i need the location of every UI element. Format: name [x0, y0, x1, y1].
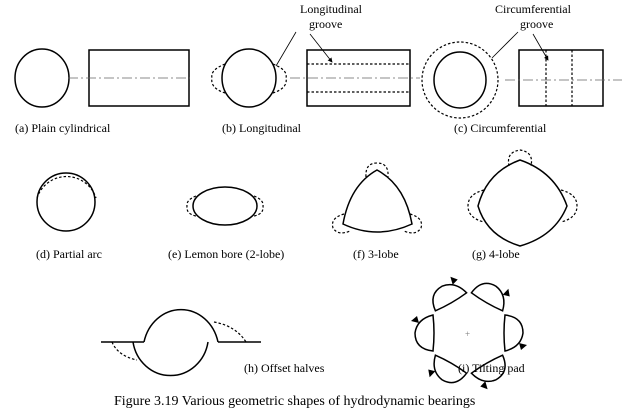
panel-e-lemon-bore: (e) Lemon bore (2-lobe) — [168, 186, 284, 261]
callout-c-line1: Circumferential — [495, 2, 572, 16]
svg-text:+: + — [465, 329, 470, 339]
label-d: (d) Partial arc — [36, 247, 102, 261]
label-a: (a) Plain cylindrical — [15, 121, 111, 135]
pivot-marker — [450, 276, 458, 285]
label-b: (b) Longitudinal — [222, 121, 302, 135]
pivot-marker — [502, 288, 510, 297]
figure-caption: Figure 3.19 Various geometric shapes of … — [114, 394, 475, 409]
panel-f-3-lobe: (f) 3-lobe — [331, 162, 423, 261]
pivot-marker — [480, 381, 488, 390]
tilting-pad — [503, 314, 527, 352]
callout-b-line1: Longitudinal — [300, 2, 363, 16]
panel-g-4-lobe: (g) 4-lobe — [467, 149, 578, 261]
tilting-pad — [428, 354, 468, 384]
tilting-pad — [470, 282, 510, 312]
pivot-marker — [428, 369, 436, 378]
label-c: (c) Circumferential — [454, 121, 547, 135]
label-g: (g) 4-lobe — [472, 247, 520, 261]
panel-i-tilting-pad: + (i) Tilting pad — [411, 276, 527, 390]
callout-c-line2: groove — [520, 17, 553, 31]
label-e: (e) Lemon bore (2-lobe) — [168, 247, 284, 261]
pivot-marker — [411, 316, 419, 323]
tilting-pad — [432, 276, 468, 312]
label-i: (i) Tilting pad — [458, 361, 525, 375]
tilting-pad — [411, 314, 435, 352]
callout-b-line2: groove — [309, 17, 342, 31]
tilting-pad — [470, 354, 506, 390]
label-f: (f) 3-lobe — [353, 247, 399, 261]
pivot-marker — [519, 343, 527, 350]
panel-b-longitudinal: Longitudinal groove (b) Longitudinal — [211, 2, 420, 135]
panel-c-circumferential: Circumferential groove (c) Circumferenti… — [421, 2, 622, 135]
panel-d-partial-arc: (d) Partial arc — [36, 172, 102, 261]
panel-a-plain-cylindrical: (a) Plain cylindrical — [14, 48, 190, 135]
panel-h-offset-halves: (h) Offset halves — [101, 308, 325, 377]
label-h: (h) Offset halves — [244, 361, 325, 375]
